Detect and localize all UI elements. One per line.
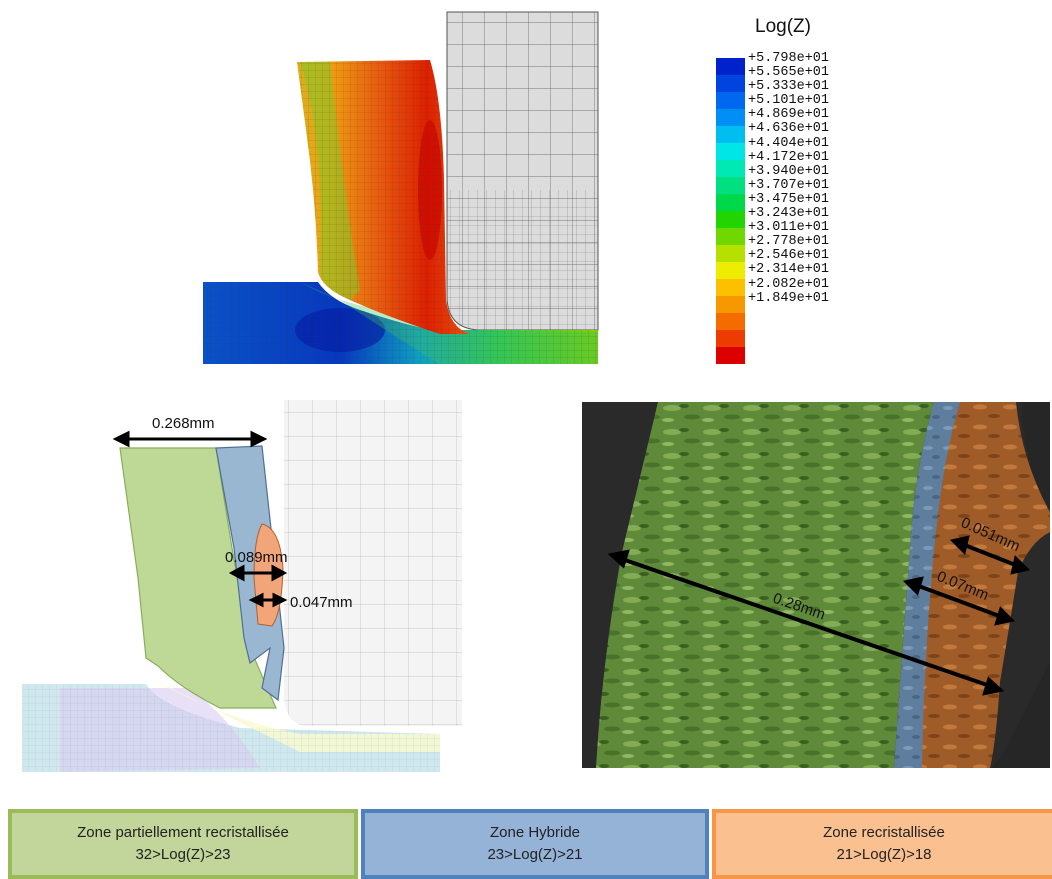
- legend-values: +5.798e+01+5.565e+01+5.333e+01+5.101e+01…: [748, 51, 830, 306]
- legend-value: +4.404e+01: [748, 135, 830, 151]
- legend-value: +5.798e+01: [748, 51, 830, 66]
- legend-value: +2.546e+01: [748, 248, 830, 264]
- zone-range: 32>Log(Z)>23: [135, 846, 231, 863]
- legend-swatch: [716, 177, 745, 194]
- zone-box-recrystallized: Zone recristallisée 21>Log(Z)>18: [712, 809, 1052, 879]
- legend-swatch: [716, 75, 745, 92]
- zone-box-hybrid: Zone Hybride 23>Log(Z)>21: [361, 809, 709, 879]
- legend-value: +2.314e+01: [748, 262, 830, 278]
- legend-value: +5.565e+01: [748, 65, 830, 81]
- legend-value: +2.082e+01: [748, 276, 830, 292]
- zone-box-partial: Zone partiellement recristallisée 32>Log…: [8, 809, 358, 879]
- legend-swatch: [716, 228, 745, 245]
- legend-value: +3.011e+01: [748, 220, 830, 236]
- legend-swatch: [716, 330, 745, 347]
- legend-value: +5.101e+01: [748, 93, 830, 109]
- legend-swatch: [716, 126, 745, 143]
- legend-swatch: [716, 245, 745, 262]
- legend-swatch: [716, 211, 745, 228]
- legend-value: +3.940e+01: [748, 163, 830, 179]
- legend-swatch: [716, 313, 745, 330]
- hybrid-width-label: 0.089mm: [225, 549, 288, 566]
- zone-name: Zone Hybride: [489, 824, 581, 841]
- legend-swatch: [716, 347, 745, 364]
- legend-swatch: [716, 109, 745, 126]
- legend-value: +3.475e+01: [748, 191, 830, 207]
- zone-range: 21>Log(Z)>18: [836, 846, 932, 863]
- legend-value: +1.849e+01: [748, 290, 830, 306]
- legend-value: +4.869e+01: [748, 107, 830, 123]
- zone-name: Zone partiellement recristallisée: [77, 824, 289, 841]
- legend-title: Log(Z): [755, 16, 811, 37]
- legend-value: +2.778e+01: [748, 234, 830, 250]
- legend-swatch: [716, 262, 745, 279]
- legend-swatch: [716, 92, 745, 109]
- legend-swatch: [716, 160, 745, 177]
- legend-swatch: [716, 296, 745, 313]
- legend-swatch: [716, 279, 745, 296]
- legend-value: +4.636e+01: [748, 121, 830, 137]
- legend-swatch: [716, 143, 745, 160]
- legend-value: +3.243e+01: [748, 206, 830, 222]
- legend-color-bar: [716, 58, 745, 364]
- legend-swatch: [716, 58, 745, 75]
- legend-value: +4.172e+01: [748, 149, 830, 165]
- zone-diagram: 0.268mm 0.089mm 0.047mm: [22, 400, 462, 772]
- zone-range: 23>Log(Z)>21: [487, 846, 583, 863]
- zone-name: Zone recristallisée: [823, 824, 945, 841]
- total-width-label: 0.268mm: [152, 415, 215, 432]
- recryst-width-label: 0.047mm: [290, 594, 353, 611]
- legend-value: +5.333e+01: [748, 79, 830, 95]
- fe-contour-plot: [203, 11, 599, 364]
- legend-value: +3.707e+01: [748, 177, 830, 193]
- micrograph: 0.28mm 0.07mm 0.051mm: [582, 402, 1050, 768]
- legend-swatch: [716, 194, 745, 211]
